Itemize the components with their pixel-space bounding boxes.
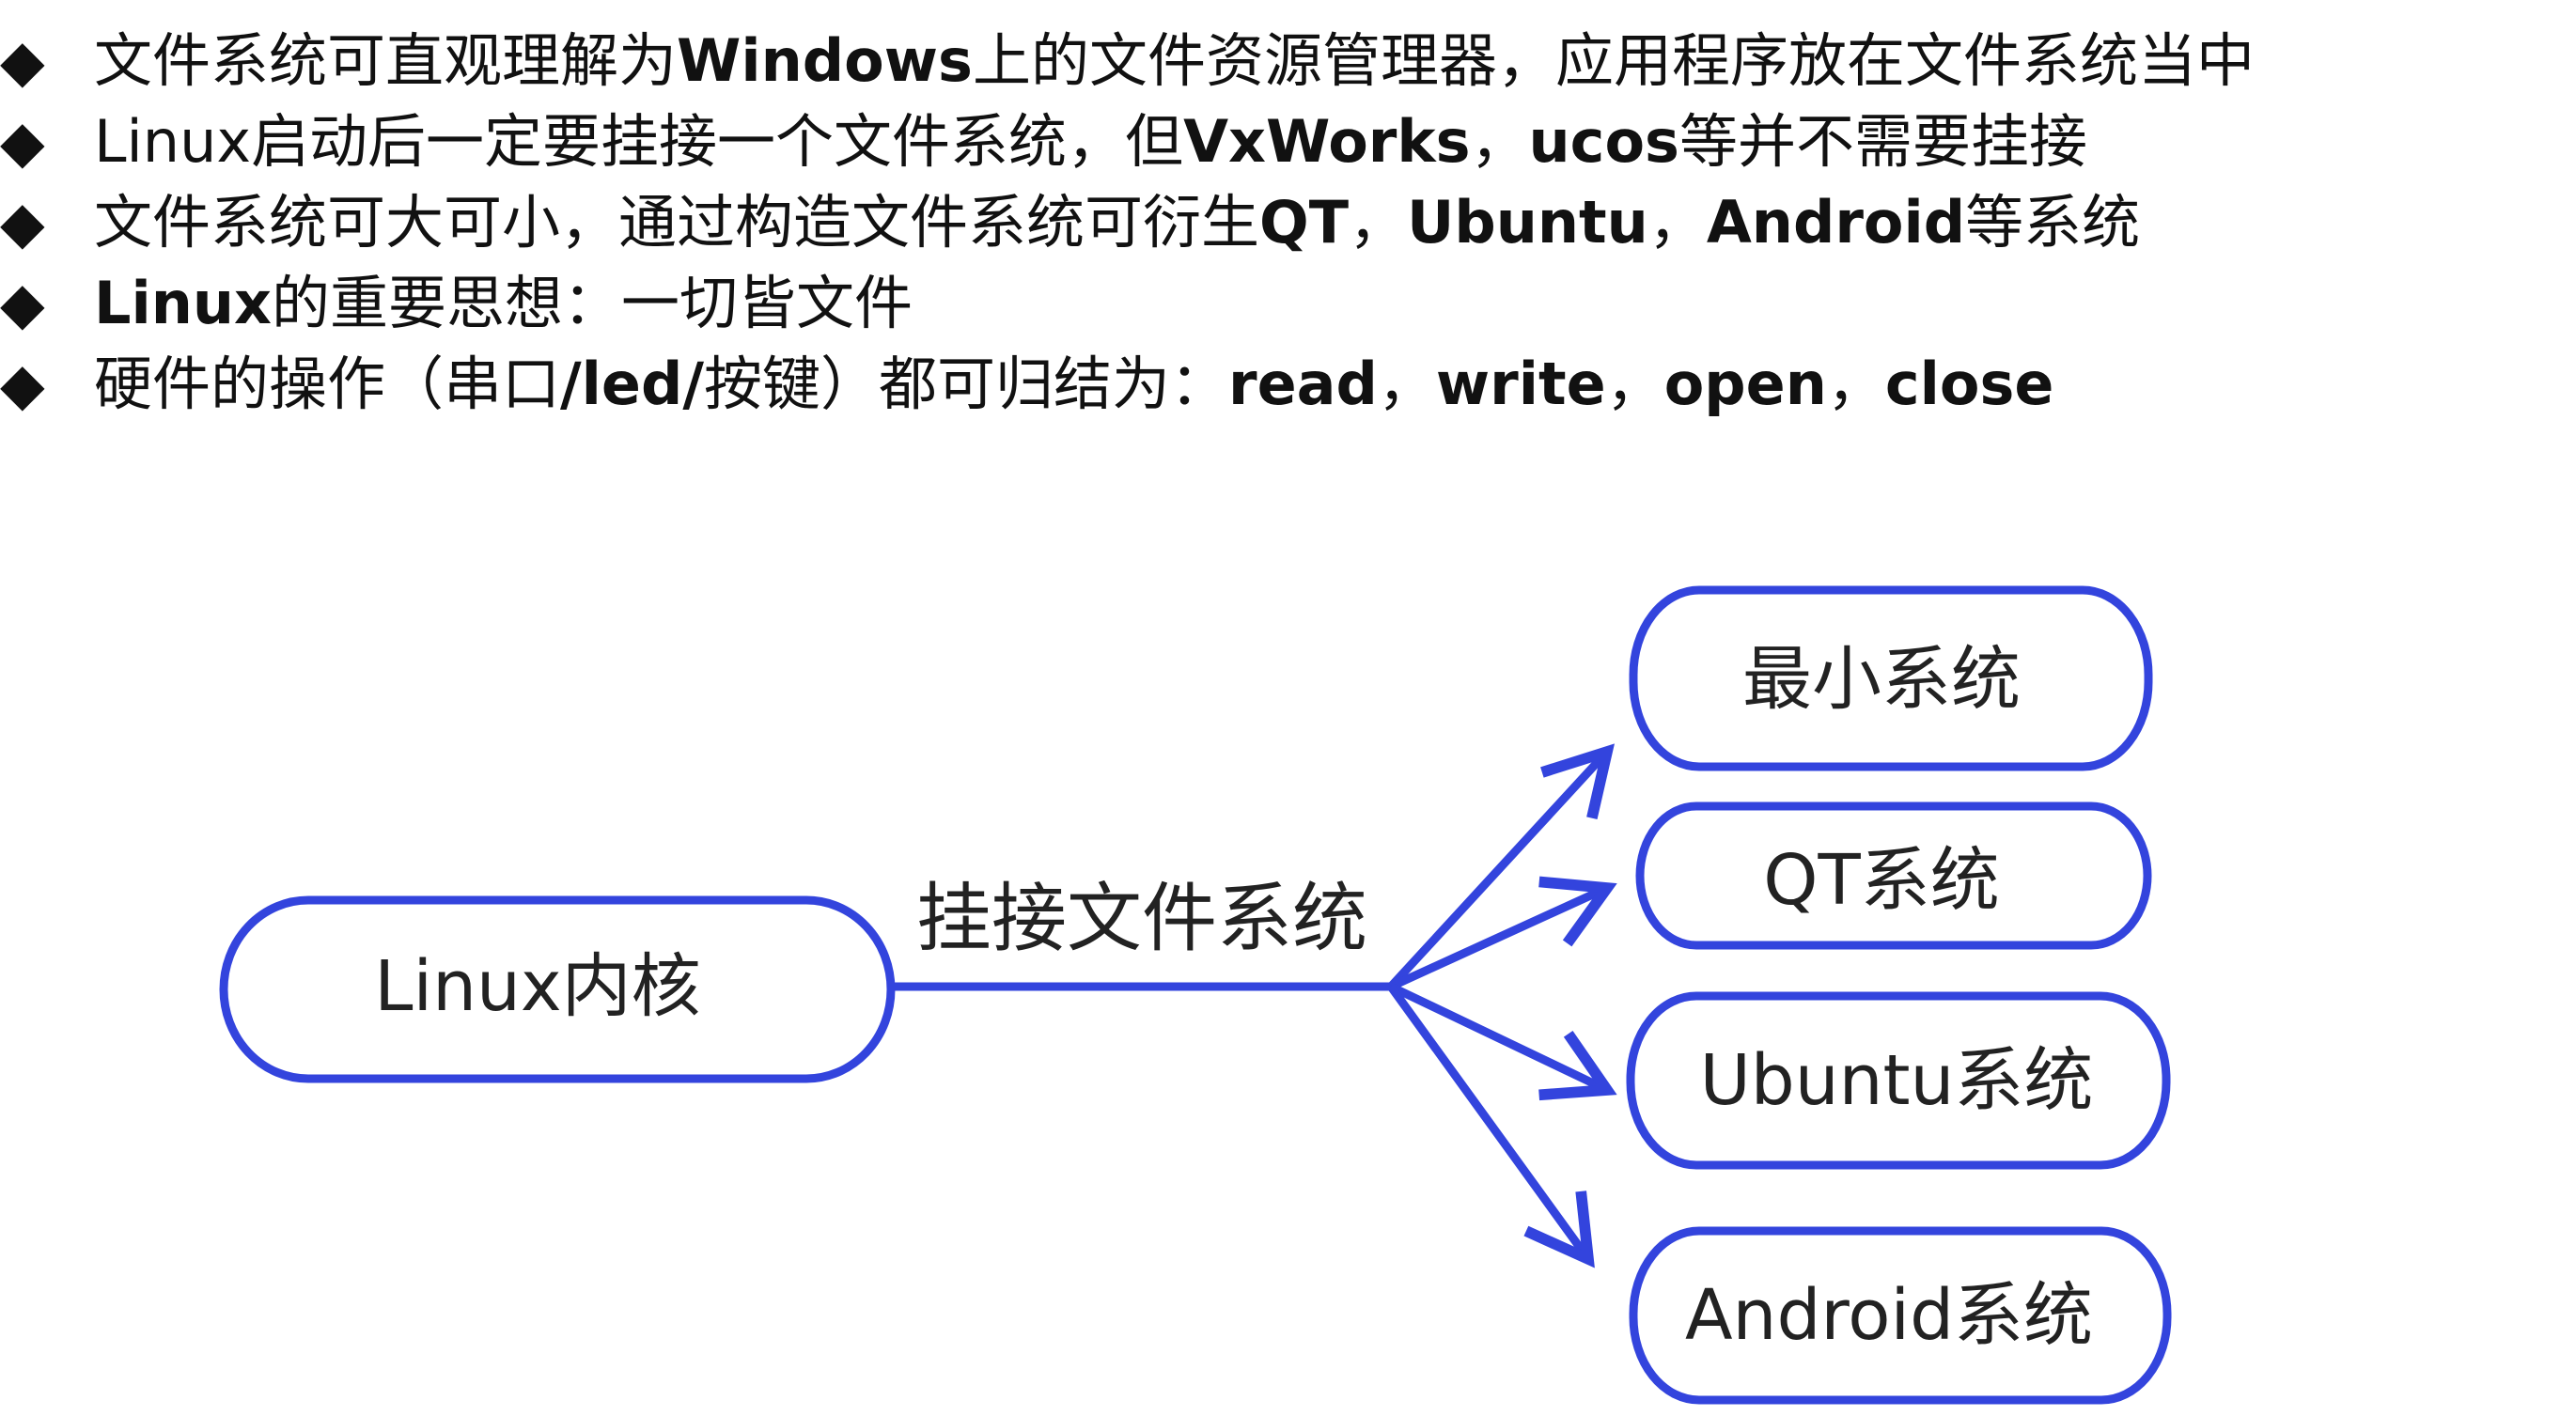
bullet-text-part: ， [1349, 188, 1408, 257]
bullet-text-part: open [1663, 350, 1827, 418]
bullet-text: 硬件的操作（串口/led/按键）都可归结为：read，write，open，cl… [94, 344, 2053, 425]
node-android-system-label: Android系统 [1685, 1275, 2093, 1356]
bullet-text: 文件系统可大可小，通过构造文件系统可衍生QT，Ubuntu，Android等系统 [94, 182, 2140, 263]
bullet-item: ◆ Linux的重要思想：一切皆文件 [0, 263, 2255, 344]
bullet-text-part: read [1228, 350, 1378, 418]
bullet-text-part: ， [1647, 188, 1707, 257]
bullet-text-part: /led/ [560, 350, 704, 418]
node-qt-system-shape [1635, 801, 2152, 950]
bullet-text-part: Linux [94, 269, 273, 337]
bullet-text-part: ， [1605, 350, 1664, 418]
node-ubuntu-system-label: Ubuntu系统 [1700, 1040, 2094, 1121]
diamond-bullet-icon: ◆ [0, 269, 45, 337]
node-qt-system: QT系统 [1635, 801, 2152, 950]
bullet-text-part: 等并不需要挂接 [1678, 107, 2087, 176]
node-minimal-system-shape [1629, 585, 2153, 771]
bullet-item: ◆ Linux启动后一定要挂接一个文件系统，但VxWorks，ucos等并不需要… [0, 101, 2255, 182]
bullet-text-part: 等系统 [1965, 188, 2141, 257]
node-minimal-system-label: 最小系统 [1742, 639, 2021, 720]
node-ubuntu-system-shape [1626, 991, 2171, 1170]
bullet-list: ◆ 文件系统可直观理解为Windows上的文件资源管理器，应用程序放在文件系统当… [0, 21, 2255, 425]
bullet-text-part: QT [1259, 188, 1350, 257]
diamond-bullet-icon: ◆ [0, 188, 45, 257]
bullet-text-part: 的重要思想：一切皆文件 [272, 269, 913, 337]
diamond-bullet-icon: ◆ [0, 107, 45, 176]
edge-label-mount-filesystem: 挂接文件系统 [916, 875, 1367, 962]
bullet-text: Linux的重要思想：一切皆文件 [94, 263, 913, 344]
node-android-system-shape [1629, 1226, 2172, 1405]
node-ubuntu-system: Ubuntu系统 [1626, 991, 2171, 1170]
arrow-to-qt-system [1389, 876, 1617, 991]
bullet-text-part: Windows [677, 26, 973, 95]
node-qt-system-label: QT系统 [1763, 840, 1999, 921]
bullet-text-part: close [1884, 350, 2054, 418]
bullet-text-part: ， [1826, 350, 1885, 418]
bullet-text-part: 文件系统可大可小，通过构造文件系统可衍生 [94, 188, 1260, 257]
arrow-to-minimal-system [1387, 743, 1615, 990]
node-minimal-system: 最小系统 [1629, 585, 2153, 771]
node-linux-kernel: Linux内核 [219, 895, 896, 1083]
node-linux-kernel-label: Linux内核 [374, 946, 700, 1027]
bullet-text-part: Ubuntu [1407, 188, 1648, 257]
bullet-text: Linux启动后一定要挂接一个文件系统，但VxWorks，ucos等并不需要挂接 [94, 101, 2087, 182]
diamond-bullet-icon: ◆ [0, 350, 45, 418]
bullet-item: ◆ 文件系统可大可小，通过构造文件系统可衍生QT，Ubuntu，Android等… [0, 182, 2255, 263]
bullet-text-part: ， [1377, 350, 1436, 418]
arrow-to-ubuntu-system [1389, 982, 1617, 1101]
bullet-text-part: Linux启动后一定要挂接一个文件系统，但 [94, 107, 1184, 176]
bullet-item: ◆ 文件系统可直观理解为Windows上的文件资源管理器，应用程序放在文件系统当… [0, 21, 2255, 101]
bullet-text-part: Android [1706, 188, 1966, 257]
bullet-text: 文件系统可直观理解为Windows上的文件资源管理器，应用程序放在文件系统当中 [94, 21, 2255, 101]
node-android-system: Android系统 [1629, 1226, 2172, 1405]
bullet-text-part: 硬件的操作（串口 [94, 350, 561, 418]
bullet-text-part: ， [1470, 107, 1529, 176]
arrow-to-android-system [1387, 984, 1595, 1268]
bullet-text-part: VxWorks [1183, 107, 1471, 176]
bullet-text-part: 上的文件资源管理器，应用程序放在文件系统当中 [972, 26, 2255, 95]
bullet-text-part: write [1435, 350, 1606, 418]
node-linux-kernel-shape [219, 895, 896, 1083]
bullet-text-part: ucos [1528, 107, 1679, 176]
bullet-text-part: 按键）都可归结为： [704, 350, 1229, 418]
bullet-item: ◆ 硬件的操作（串口/led/按键）都可归结为：read，write，open，… [0, 344, 2255, 425]
diamond-bullet-icon: ◆ [0, 26, 45, 95]
bullet-text-part: 文件系统可直观理解为 [94, 26, 678, 95]
